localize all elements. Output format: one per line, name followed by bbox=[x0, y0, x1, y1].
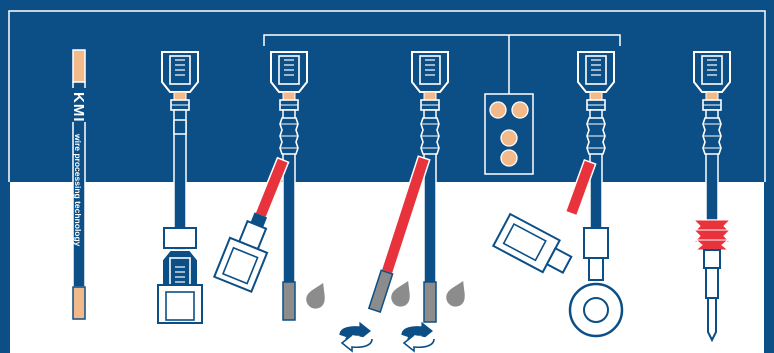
brand-block: KMI wire processing technology bbox=[70, 88, 87, 247]
brand-tagline: wire processing technology bbox=[73, 133, 83, 247]
blue-background bbox=[0, 0, 774, 182]
left-strip bbox=[0, 182, 10, 353]
double-crimp-icon bbox=[692, 219, 732, 251]
pin-contact-icon bbox=[692, 51, 732, 343]
cable-seal-icon bbox=[212, 51, 334, 321]
group-bracket bbox=[263, 34, 621, 94]
rotate-arrow-icon bbox=[339, 51, 474, 352]
frame bbox=[8, 10, 766, 352]
seal-box bbox=[484, 93, 534, 175]
stripped-wire-icon bbox=[72, 49, 86, 320]
ring-terminal-icon bbox=[491, 51, 624, 338]
flat-receptacle-terminal-icon bbox=[157, 51, 203, 324]
right-strip bbox=[764, 182, 774, 353]
brand-logo: KMI bbox=[70, 92, 87, 123]
